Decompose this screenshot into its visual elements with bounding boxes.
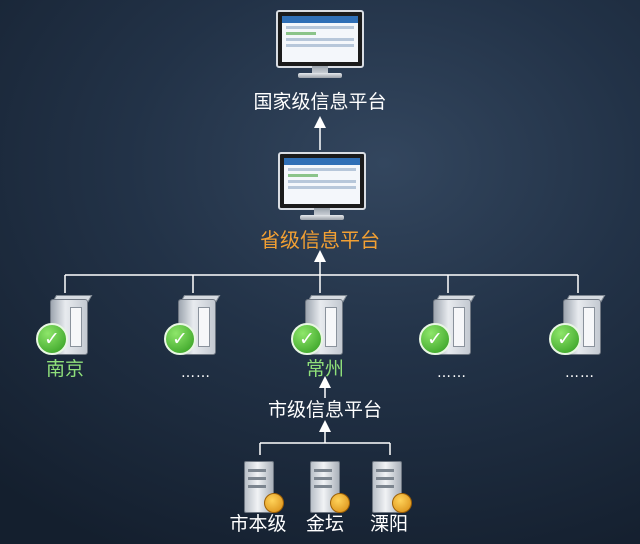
- district-server-icon: [242, 459, 284, 515]
- provincial-monitor-icon: [278, 152, 366, 222]
- check-icon: ✓: [164, 323, 196, 355]
- check-icon: ✓: [549, 323, 581, 355]
- district-server-icon: [308, 459, 350, 515]
- city-server-icon: ✓: [291, 295, 351, 359]
- district-server-icon: [370, 459, 412, 515]
- city-server-icon: ✓: [164, 295, 224, 359]
- city-server-icon: ✓: [549, 295, 609, 359]
- database-coin-icon: [330, 493, 350, 513]
- district-label: 市本级: [229, 513, 287, 535]
- city-platform-label: 市级信息平台: [267, 399, 383, 421]
- city-server-icon: ✓: [419, 295, 479, 359]
- city-label-placeholder: ……: [565, 365, 595, 381]
- check-icon: ✓: [291, 323, 323, 355]
- provincial-platform-label: 省级信息平台: [260, 228, 380, 252]
- city-label-nanjing: 南京: [45, 358, 85, 380]
- city-label-placeholder: ……: [181, 365, 211, 381]
- national-monitor-icon: [276, 10, 364, 80]
- city-label-placeholder: ……: [437, 365, 467, 381]
- national-platform-label: 国家级信息平台: [253, 91, 387, 113]
- database-coin-icon: [264, 493, 284, 513]
- city-server-icon: ✓: [36, 295, 96, 359]
- check-icon: ✓: [36, 323, 68, 355]
- check-icon: ✓: [419, 323, 451, 355]
- city-label-changzhou: 常州: [305, 358, 345, 380]
- database-coin-icon: [392, 493, 412, 513]
- district-label: 金坛: [305, 513, 345, 535]
- district-label: 溧阳: [369, 513, 409, 535]
